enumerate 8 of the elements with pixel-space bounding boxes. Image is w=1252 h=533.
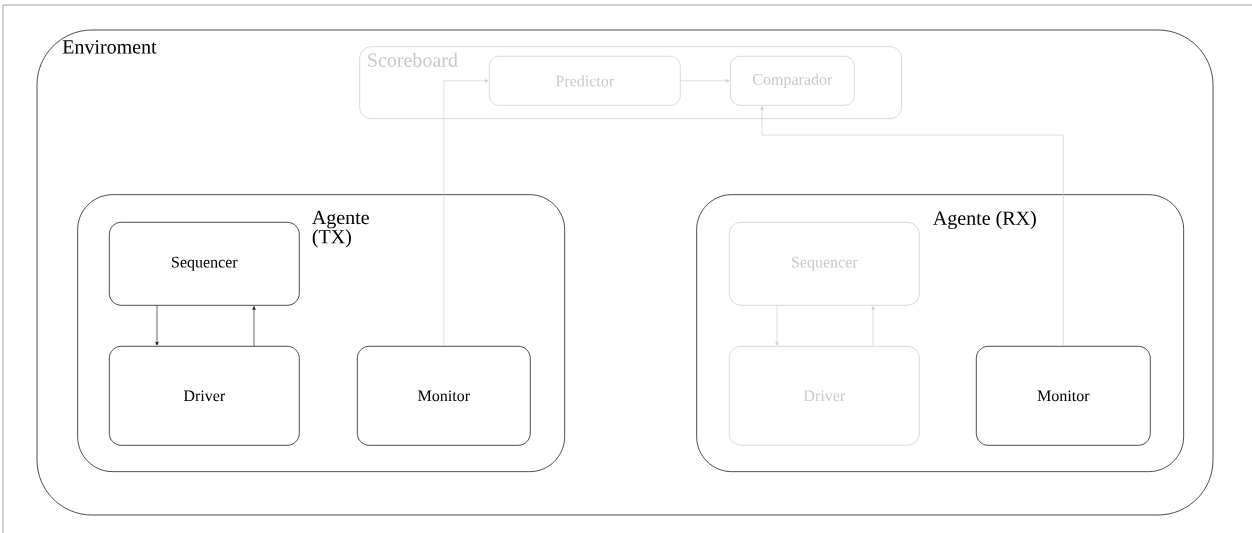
arrow [252,306,256,347]
block-box: Monitor [975,345,1151,446]
block-box: Monitor [356,345,531,446]
arrow [443,79,489,347]
block-box: Driver [108,345,300,446]
arrow [760,106,1064,347]
arrow [155,305,159,346]
block-box: Sequencer [108,221,300,306]
